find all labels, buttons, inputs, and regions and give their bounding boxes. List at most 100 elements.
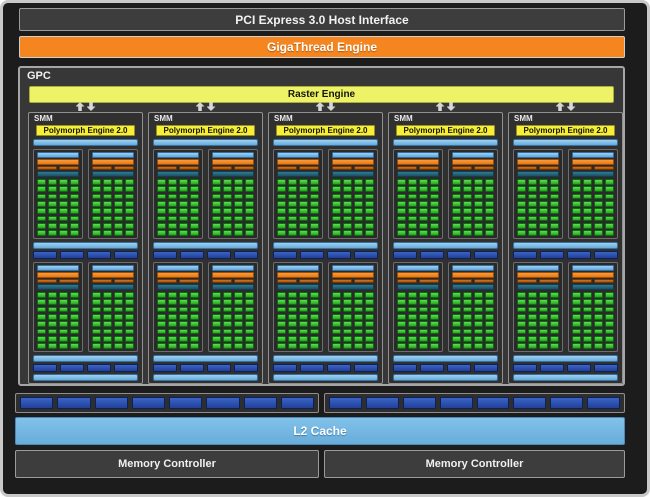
dispatch-unit-bar bbox=[157, 166, 177, 170]
register-file-bar bbox=[92, 284, 134, 290]
cuda-core bbox=[473, 222, 484, 229]
rop-unit-bar bbox=[131, 397, 165, 409]
cuda-core bbox=[37, 208, 47, 215]
cuda-core bbox=[102, 200, 113, 207]
core-grid bbox=[452, 179, 494, 236]
cuda-core bbox=[92, 215, 102, 222]
cuda-core bbox=[47, 215, 58, 222]
up-arrow-icon bbox=[75, 102, 85, 111]
cuda-core bbox=[407, 186, 418, 193]
cuda-core bbox=[212, 208, 222, 215]
cuda-core bbox=[102, 292, 113, 298]
cuda-core bbox=[407, 328, 418, 335]
cuda-core bbox=[233, 193, 244, 200]
cuda-core bbox=[353, 186, 364, 193]
dispatch-unit-bar bbox=[354, 279, 374, 283]
smm-partition bbox=[393, 262, 443, 352]
cuda-core bbox=[58, 215, 69, 222]
core-grid bbox=[92, 292, 134, 349]
warp-scheduler-bar bbox=[37, 272, 79, 278]
cuda-core bbox=[527, 321, 538, 328]
cuda-core bbox=[538, 193, 549, 200]
cuda-core bbox=[222, 292, 233, 298]
tex-unit-bar bbox=[207, 251, 231, 259]
warp-scheduler-bar bbox=[277, 159, 319, 165]
cuda-core bbox=[593, 230, 604, 236]
cuda-core bbox=[37, 306, 47, 313]
gigathread-engine-label: GigaThread Engine bbox=[266, 40, 377, 54]
cuda-core bbox=[69, 313, 79, 320]
cuda-core bbox=[418, 321, 429, 328]
tex-unit-bar bbox=[234, 364, 258, 372]
cuda-core bbox=[92, 306, 102, 313]
cuda-core bbox=[124, 335, 134, 342]
cuda-core bbox=[222, 335, 233, 342]
cuda-core bbox=[157, 208, 167, 215]
cuda-core bbox=[604, 230, 614, 236]
cuda-core bbox=[429, 328, 439, 335]
cuda-core bbox=[189, 230, 199, 236]
cuda-core bbox=[538, 222, 549, 229]
tex-unit-bar bbox=[180, 251, 204, 259]
shared-memory-bar bbox=[393, 242, 498, 249]
cuda-core bbox=[244, 179, 254, 185]
tex-unit-bar bbox=[474, 364, 498, 372]
cuda-core bbox=[593, 222, 604, 229]
cuda-core bbox=[277, 321, 287, 328]
cuda-core bbox=[604, 193, 614, 200]
cuda-core bbox=[353, 208, 364, 215]
tex-unit-bar bbox=[420, 364, 444, 372]
cuda-core bbox=[298, 222, 309, 229]
rop-unit-bar bbox=[243, 397, 277, 409]
cuda-core bbox=[157, 186, 167, 193]
cuda-core bbox=[287, 321, 298, 328]
smm-partition bbox=[513, 149, 563, 239]
cuda-core bbox=[102, 179, 113, 185]
cuda-core bbox=[332, 208, 342, 215]
cuda-core bbox=[473, 230, 484, 236]
cuda-core bbox=[342, 222, 353, 229]
cuda-core bbox=[407, 343, 418, 349]
cuda-core bbox=[429, 186, 439, 193]
rop-unit-bar bbox=[169, 397, 203, 409]
cuda-core bbox=[189, 292, 199, 298]
cuda-core bbox=[309, 299, 319, 306]
cuda-core bbox=[342, 193, 353, 200]
register-file-bar bbox=[277, 284, 319, 290]
warp-scheduler-bar bbox=[397, 272, 439, 278]
cuda-core bbox=[484, 186, 494, 193]
tex-unit-bar bbox=[114, 364, 138, 372]
cuda-core bbox=[102, 313, 113, 320]
cuda-core bbox=[244, 208, 254, 215]
tex-unit-bar bbox=[33, 251, 57, 259]
cuda-core bbox=[113, 292, 124, 298]
tex-unit-bar bbox=[513, 251, 537, 259]
cuda-core bbox=[549, 343, 559, 349]
cuda-core bbox=[342, 186, 353, 193]
cuda-core bbox=[342, 230, 353, 236]
cuda-core bbox=[287, 335, 298, 342]
cuda-core bbox=[429, 313, 439, 320]
smm-block: SMM Polymorph Engine 2.0 bbox=[28, 112, 143, 384]
cuda-core bbox=[484, 335, 494, 342]
dispatch-unit-row bbox=[397, 166, 439, 170]
partition-row bbox=[33, 262, 138, 352]
cuda-core bbox=[69, 328, 79, 335]
cuda-core bbox=[517, 313, 527, 320]
cuda-core bbox=[364, 306, 374, 313]
cuda-core bbox=[452, 230, 462, 236]
cuda-core bbox=[287, 343, 298, 349]
cuda-core bbox=[462, 313, 473, 320]
cuda-core bbox=[538, 313, 549, 320]
cuda-core bbox=[37, 343, 47, 349]
cuda-core bbox=[572, 179, 582, 185]
cuda-core bbox=[473, 335, 484, 342]
cuda-core bbox=[538, 335, 549, 342]
cuda-core bbox=[287, 313, 298, 320]
cuda-core bbox=[549, 306, 559, 313]
tex-unit-bar bbox=[447, 364, 471, 372]
cuda-core bbox=[429, 292, 439, 298]
down-arrow-icon bbox=[86, 102, 96, 111]
instruction-buffer-bar bbox=[277, 152, 319, 158]
tex-unit-bar bbox=[393, 251, 417, 259]
